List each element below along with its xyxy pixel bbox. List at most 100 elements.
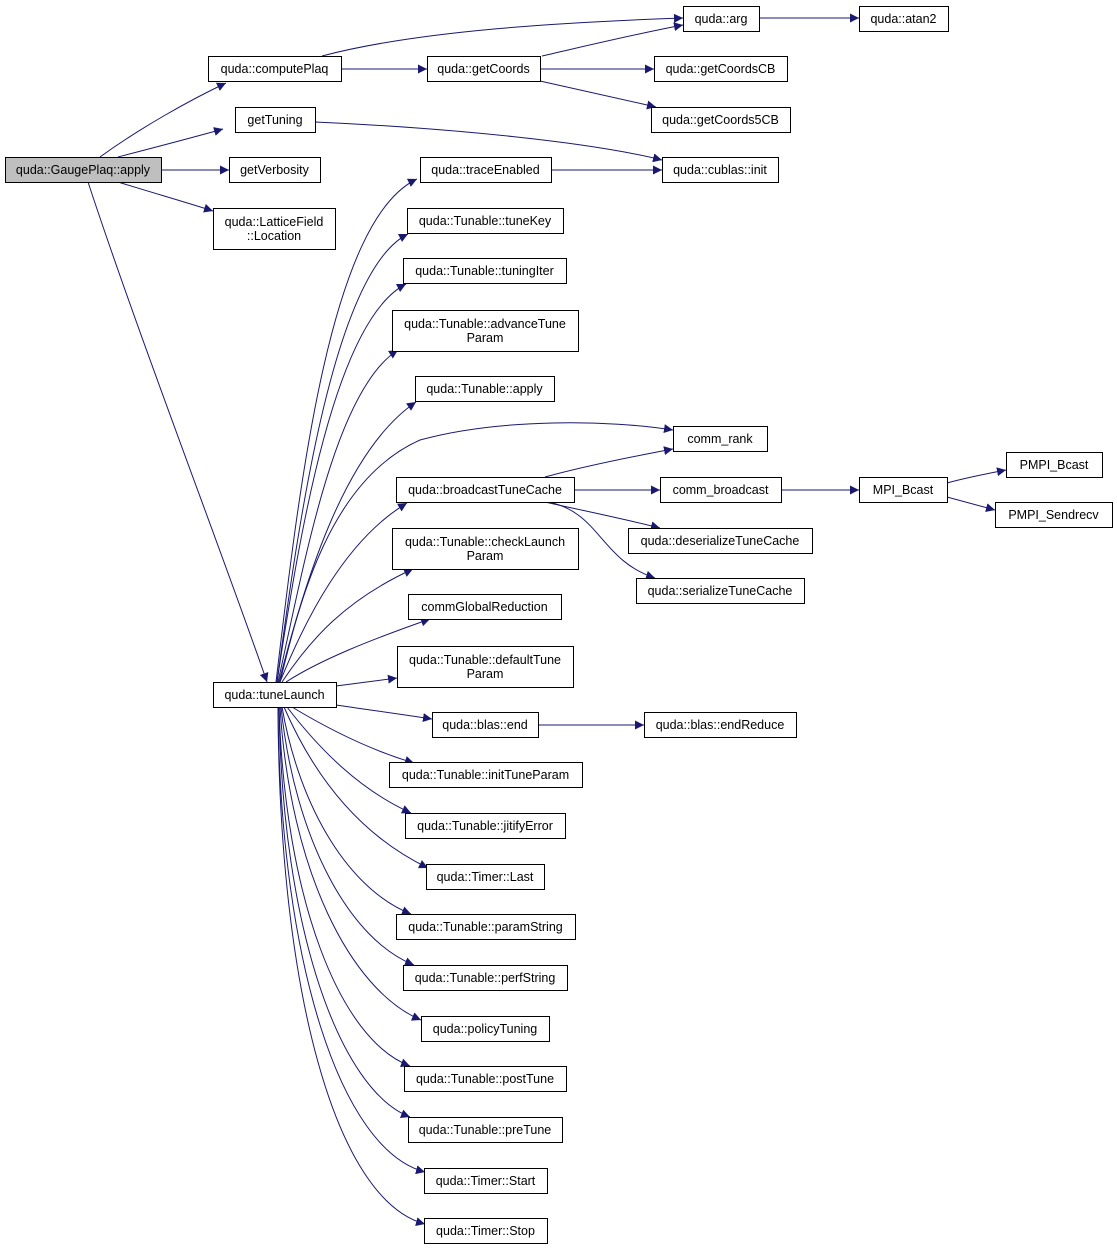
node-getTuning[interactable]: getTuning	[235, 107, 316, 133]
node-pmpiSendrecv[interactable]: PMPI_Sendrecv	[995, 502, 1113, 528]
node-atan2[interactable]: quda::atan2	[859, 6, 949, 32]
node-label: quda::blas::endReduce	[656, 718, 785, 732]
node-policyTuning[interactable]: quda::policyTuning	[421, 1016, 550, 1042]
node-label: Param	[467, 331, 504, 345]
edge-tuneLaunch-to-blasEnd	[335, 704, 433, 723]
edge-arrow	[285, 617, 431, 683]
node-box	[683, 6, 760, 32]
node-box	[995, 502, 1113, 528]
node-label: quda::blas::end	[442, 718, 528, 732]
node-label: quda::Tunable::checkLaunch	[405, 535, 565, 549]
node-cublasInit[interactable]: quda::cublas::init	[662, 157, 779, 183]
node-mpiBcast[interactable]: MPI_Bcast	[859, 477, 948, 503]
node-box	[426, 864, 545, 890]
node-box	[213, 208, 336, 250]
edge-arrow	[277, 349, 399, 683]
node-timerStart[interactable]: quda::Timer::Start	[424, 1168, 548, 1194]
node-box	[213, 682, 337, 708]
edge-arrow	[279, 502, 408, 683]
node-label: quda::computePlaq	[221, 62, 329, 76]
edge-arrow	[276, 233, 409, 683]
node-box	[403, 965, 568, 991]
node-initTuneParam[interactable]: quda::Tunable::initTuneParam	[389, 762, 583, 788]
node-apply[interactable]: quda::GaugePlaq::apply	[5, 157, 162, 183]
node-label: quda::Tunable::apply	[426, 382, 543, 396]
node-box	[405, 813, 566, 839]
edge-arrow	[321, 13, 684, 57]
edge-tuneLaunch-to-traceEnabled	[275, 178, 418, 683]
node-getCoords5CB[interactable]: quda::getCoords5CB	[651, 107, 791, 133]
node-tunableApply[interactable]: quda::Tunable::apply	[415, 376, 555, 402]
node-box	[636, 578, 805, 604]
node-label: getTuning	[247, 113, 302, 127]
node-deserializeTuneCache[interactable]: quda::deserializeTuneCache	[628, 528, 813, 554]
edge-tuneLaunch-to-paramString	[281, 706, 412, 915]
node-box	[644, 712, 797, 738]
node-box	[673, 426, 768, 452]
node-label: quda::Tunable::initTuneParam	[402, 768, 569, 782]
node-serializeTuneCache[interactable]: quda::serializeTuneCache	[636, 578, 805, 604]
edge-tuneLaunch-to-postTune	[278, 706, 411, 1068]
edge-tuneLaunch-to-policyTuning	[279, 706, 422, 1021]
edge-arrow	[539, 80, 657, 110]
node-blasEnd[interactable]: quda::blas::end	[432, 712, 539, 738]
node-jitifyError[interactable]: quda::Tunable::jitifyError	[405, 813, 566, 839]
node-box	[389, 762, 583, 788]
node-pmpiBcast[interactable]: PMPI_Bcast	[1006, 452, 1103, 478]
node-box	[392, 310, 579, 352]
node-label: MPI_Bcast	[873, 483, 934, 497]
node-box	[432, 712, 539, 738]
node-commRank[interactable]: comm_rank	[673, 426, 768, 452]
edge-arrow	[283, 706, 429, 869]
node-box	[408, 1117, 563, 1143]
node-box	[415, 376, 555, 402]
node-box	[859, 6, 949, 32]
node-paramString[interactable]: quda::Tunable::paramString	[396, 914, 576, 940]
node-broadcastTuneCache[interactable]: quda::broadcastTuneCache	[396, 477, 575, 503]
node-tuningIter[interactable]: quda::Tunable::tuningIter	[403, 258, 567, 284]
edge-apply-to-tuneLaunch	[87, 181, 269, 683]
edge-getCoords-to-getCoords5CB	[539, 80, 657, 110]
node-computePlaq[interactable]: quda::computePlaq	[208, 56, 342, 82]
node-label: comm_rank	[687, 432, 753, 446]
node-blasEndReduce[interactable]: quda::blas::endReduce	[644, 712, 797, 738]
edge-arrow	[117, 127, 224, 158]
node-commGlobalReduction[interactable]: commGlobalReduction	[408, 594, 562, 620]
node-label: quda::Tunable::postTune	[416, 1072, 554, 1086]
node-box	[229, 157, 321, 183]
node-timerLast[interactable]: quda::Timer::Last	[426, 864, 545, 890]
node-timerStop[interactable]: quda::Timer::Stop	[424, 1218, 548, 1244]
node-box	[654, 56, 788, 82]
edge-arrow	[279, 422, 674, 683]
node-getCoords[interactable]: quda::getCoords	[427, 56, 541, 82]
node-preTune[interactable]: quda::Tunable::preTune	[408, 1117, 563, 1143]
edges	[87, 13, 1007, 1227]
node-location[interactable]: quda::LatticeField::Location	[213, 208, 336, 250]
edge-arrow	[281, 568, 414, 683]
node-box	[392, 528, 579, 570]
node-getCoordsCB[interactable]: quda::getCoordsCB	[654, 56, 788, 82]
node-label: quda::getCoordsCB	[666, 62, 776, 76]
node-tuneLaunch[interactable]: quda::tuneLaunch	[213, 682, 337, 708]
node-label: quda::Tunable::advanceTune	[404, 317, 566, 331]
edge-getTuning-to-cublasInit	[314, 121, 663, 163]
edge-tuneLaunch-to-tuningIter	[276, 283, 407, 683]
edge-broadcastTuneCache-to-serializeTuneCache	[547, 501, 656, 580]
edge-tuneLaunch-to-timerStop	[277, 706, 426, 1227]
node-arg[interactable]: quda::arg	[683, 6, 760, 32]
node-box	[403, 258, 567, 284]
node-traceEnabled[interactable]: quda::traceEnabled	[420, 157, 552, 183]
edge-tuneLaunch-to-tuneKey	[276, 233, 409, 683]
node-commBroadcast[interactable]: comm_broadcast	[660, 477, 782, 503]
edge-arrow	[279, 706, 422, 1021]
node-label: quda::policyTuning	[433, 1022, 538, 1036]
node-tuneKey[interactable]: quda::Tunable::tuneKey	[407, 208, 564, 234]
node-postTune[interactable]: quda::Tunable::postTune	[404, 1066, 567, 1092]
node-box	[424, 1168, 548, 1194]
node-getVerbosity[interactable]: getVerbosity	[229, 157, 321, 183]
edge-arrow	[99, 82, 227, 158]
node-perfString[interactable]: quda::Tunable::perfString	[403, 965, 568, 991]
